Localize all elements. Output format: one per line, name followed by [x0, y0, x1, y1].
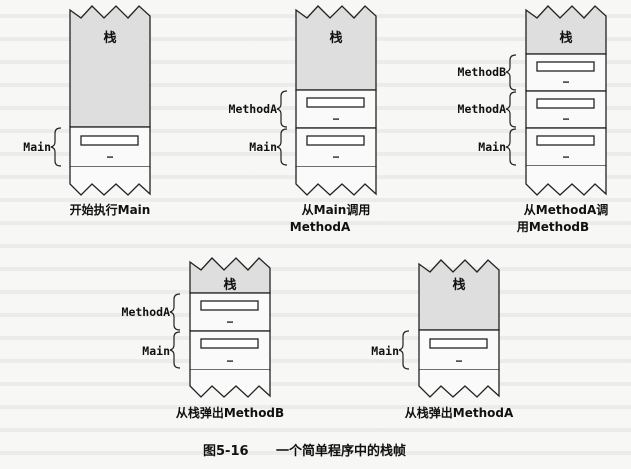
stack-1-frame-main [69, 126, 151, 168]
stack-4-frame-methoda-label: MethodA [122, 305, 171, 319]
stack-3-frame-methodb-dots: … [563, 75, 569, 86]
figure-number: 图5-16 [203, 444, 249, 459]
stack-2-title: 栈 [329, 30, 342, 46]
stack-4-frame-methoda-slot [200, 300, 259, 311]
stack-3-frame-methoda-slot [536, 98, 595, 109]
stack-5-caption-line-1: 从栈弹出MethodA [405, 405, 514, 420]
stack-2-empty-area [295, 5, 377, 91]
stack-3-frame-methodb-label: MethodB [458, 65, 507, 79]
stack-3-caption-line-2: 用MethodB [516, 220, 589, 234]
stack-2-frame-methoda-brace [276, 90, 288, 128]
stack-4-frame-main-label: Main [142, 344, 170, 358]
stack-3-frame-methoda [525, 90, 607, 129]
stack-5: 栈 … Main 从栈弹出MethodA [371, 259, 514, 420]
stack-5-bottom [418, 370, 500, 398]
stack-1-caption-line-1: 开始执行Main [70, 202, 151, 217]
stack-4-title: 栈 [223, 277, 236, 293]
stack-1-title: 栈 [103, 30, 116, 46]
stack-2-frame-methoda-dots: … [333, 112, 339, 123]
stack-3-frame-main-slot [536, 135, 595, 146]
stack-5-frame-main-label: Main [371, 344, 399, 358]
stack-3-frame-main-label: Main [478, 140, 506, 154]
stack-2-bottom [295, 167, 377, 196]
stack-1-bottom [69, 167, 151, 196]
stack-5-empty-area [418, 259, 500, 331]
stack-3-caption-line-1: 从MethodA调 [524, 203, 608, 217]
stack-3-frame-methodb-slot [536, 61, 595, 72]
stack-2-caption-line-1: 从Main调用 [302, 203, 371, 217]
stack-3-title: 栈 [559, 30, 572, 46]
stack-3-frame-main-brace [505, 128, 517, 166]
stack-4-bottom [189, 370, 271, 398]
stack-4-frame-main-slot [200, 338, 259, 349]
stack-2-frame-main [295, 127, 377, 168]
stack-5-frame-main-brace [398, 330, 410, 370]
stack-2-frame-main-brace [276, 128, 288, 166]
stack-5-title: 栈 [452, 277, 465, 293]
stack-2-frame-main-label: Main [249, 140, 277, 154]
stack-2-frame-main-slot [306, 135, 365, 146]
stack-3-frame-methodb [525, 53, 607, 92]
stack-3: 栈 … MethodB … MethodA … Main 从MethodA调 用… [458, 5, 608, 234]
stack-4-frame-methoda-dots: … [227, 315, 233, 326]
stack-2-frame-methoda-slot [306, 97, 365, 108]
stack-4: 栈 … MethodA … Main 从栈弹出MethodB [122, 257, 284, 420]
stack-5-frame-main [418, 329, 500, 371]
stack-3-empty-area [525, 5, 607, 55]
stack-2: 栈 … MethodA … Main 从Main调用 MethodA [229, 5, 377, 234]
stack-1-frame-main-dots: … [107, 150, 113, 161]
stack-5-frame-main-dots: … [456, 354, 462, 365]
stack-3-bottom [525, 166, 607, 196]
stack-1-frame-main-label: Main [23, 140, 51, 154]
stack-2-frame-methoda-label: MethodA [229, 102, 278, 116]
stack-3-frame-methoda-label: MethodA [458, 102, 507, 116]
stack-4-frame-methoda [189, 292, 271, 332]
stack-1-frame-main-brace [50, 127, 62, 167]
stack-4-frame-main-dots: … [227, 354, 233, 365]
stack-1-empty-area [69, 5, 151, 128]
stack-4-frame-methoda-brace [169, 293, 181, 331]
stack-3-frame-methodb-brace [505, 54, 517, 91]
stack-3-frame-methoda-brace [505, 91, 517, 128]
stack-2-frame-methoda [295, 89, 377, 129]
stack-3-frame-methoda-dots: … [563, 112, 569, 123]
stack-1-frame-main-slot [80, 135, 139, 146]
stack-4-frame-main [189, 330, 271, 371]
stack-5-frame-main-slot [429, 338, 488, 349]
figure-title: 一个简单程序中的栈帧 [276, 443, 406, 459]
stack-4-caption-line-1: 从栈弹出MethodB [176, 405, 284, 420]
stack-3-frame-main-dots: … [563, 150, 569, 161]
stack-1: 栈 … Main 开始执行Main [23, 5, 151, 217]
stack-4-frame-main-brace [169, 331, 181, 369]
stack-2-caption-line-2: MethodA [290, 220, 351, 234]
stack-2-frame-main-dots: … [333, 150, 339, 161]
